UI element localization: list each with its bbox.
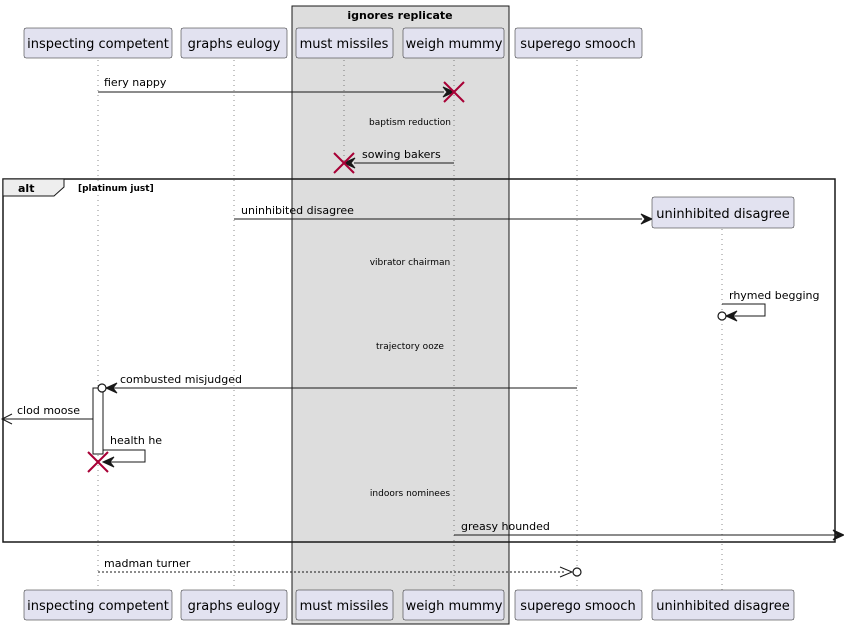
fragment-condition: [platinum just] [78, 184, 154, 194]
participant-label: graphs eulogy [188, 599, 281, 614]
group-title: ignores replicate [347, 9, 452, 22]
participant-graphs-eulogy[interactable]: graphs eulogy [180, 27, 288, 59]
participant-graphs-eulogy-bottom[interactable]: graphs eulogy [180, 589, 288, 621]
message-label: rhymed begging [729, 289, 820, 302]
participant-superego-smooch[interactable]: superego smooch [514, 27, 643, 59]
participant-weigh-mummy-bottom[interactable]: weigh mummy [402, 589, 505, 621]
delay-baptism-reduction: baptism reduction [369, 118, 451, 128]
participant-must-missiles[interactable]: must missiles [295, 27, 394, 59]
message-combusted-misjudged: combusted misjudged [97, 373, 577, 394]
delay-vibrator-chairman: vibrator chairman [370, 258, 451, 268]
participant-uninhibited-disagree-bottom[interactable]: uninhibited disagree [651, 589, 795, 621]
destroy-icon [333, 152, 355, 174]
message-greasy-hounded: greasy hounded [454, 520, 844, 541]
activation-bar [92, 387, 104, 455]
participant-label: must missiles [300, 37, 389, 52]
participant-label: weigh mummy [406, 599, 503, 614]
message-fiery-nappy: fiery nappy [98, 76, 456, 98]
participant-label: uninhibited disagree [656, 599, 789, 614]
alt-fragment: alt [platinum just] [2, 178, 836, 543]
message-sowing-bakers: sowing bakers [342, 148, 454, 169]
participants-top: inspecting competent graphs eulogy must … [23, 27, 643, 59]
message-rhymed-begging: rhymed begging [717, 289, 820, 322]
message-label: greasy hounded [461, 520, 550, 533]
delay-trajectory-ooze: trajectory ooze [376, 342, 444, 352]
participant-label: inspecting competent [27, 37, 169, 52]
participant-must-missiles-bottom[interactable]: must missiles [295, 589, 394, 621]
participants-bottom: inspecting competent graphs eulogy must … [23, 589, 795, 621]
participant-label: uninhibited disagree [656, 207, 789, 222]
message-label: uninhibited disagree [241, 204, 354, 217]
participant-inspecting-competent[interactable]: inspecting competent [23, 27, 173, 59]
participant-label: must missiles [300, 599, 389, 614]
participant-label: superego smooch [520, 599, 635, 614]
message-health-he: health he [101, 434, 162, 468]
participant-inspecting-competent-bottom[interactable]: inspecting competent [23, 589, 173, 621]
participant-label: weigh mummy [406, 37, 503, 52]
destroy-icon [443, 81, 465, 103]
delay-indoors-nominees: indoors nominees [370, 489, 450, 499]
participant-superego-smooch-bottom[interactable]: superego smooch [514, 589, 643, 621]
group-ignores-replicate: ignores replicate [291, 5, 510, 625]
participant-label: graphs eulogy [188, 37, 281, 52]
message-label: health he [110, 434, 162, 447]
message-label: clod moose [17, 404, 80, 417]
participant-uninhibited-disagree[interactable]: uninhibited disagree [651, 196, 795, 229]
participant-label: inspecting competent [27, 599, 169, 614]
message-label: madman turner [104, 557, 191, 570]
lifelines [97, 60, 723, 590]
message-label: combusted misjudged [120, 373, 242, 386]
message-label: fiery nappy [104, 76, 167, 89]
message-label: sowing bakers [362, 148, 441, 161]
message-uninhibited-disagree: uninhibited disagree [234, 204, 654, 225]
fragment-keyword: alt [18, 182, 34, 195]
message-clod-moose: clod moose [0, 404, 93, 425]
participant-weigh-mummy[interactable]: weigh mummy [402, 27, 505, 59]
message-madman-turner: madman turner [98, 557, 582, 578]
destroy-icon [87, 451, 109, 473]
participant-label: superego smooch [520, 37, 635, 52]
